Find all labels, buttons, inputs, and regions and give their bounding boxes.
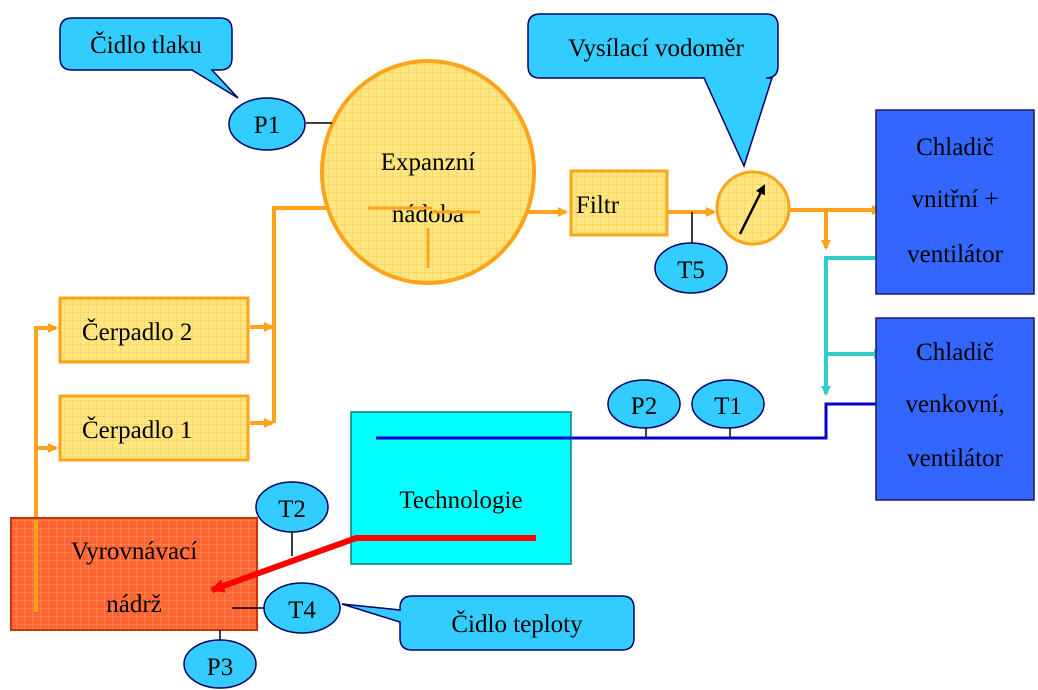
pump-2-label: Čerpadlo 2 [82,318,192,346]
pump-1-label: Čerpadlo 1 [82,416,192,444]
sensor-p2: P2 [607,379,681,429]
callout-temp-bubble [341,595,635,651]
pump-2-box [58,296,250,364]
callout-flowmeter-text: Vysílací vodoměr [568,35,744,62]
technology-label: Technologie [399,487,522,514]
cooler-inner-label-1: Chladič [916,134,994,161]
blue-pipes [552,402,876,443]
sensor-p3-label: P3 [207,654,233,681]
expansion-vessel-label-1: Expanzní [381,149,475,176]
pump-1-box [58,394,250,462]
callout-temp-sensor: Čidlo teploty [341,595,635,651]
sensor-t4: T4 [263,582,341,634]
sensor-p1-label: P1 [254,112,280,139]
expansion-vessel-shape [320,59,536,285]
tank-box [10,517,258,631]
flowmeter-needle-icon [738,184,766,235]
cyan-pipes [821,256,884,396]
callout-pressure-text: Čidlo tlaku [90,31,202,59]
technology: Technologie [350,411,572,565]
cooler-inner: Chladič vnitřní + ventilátor [875,109,1035,295]
expansion-vessel: Expanzní nádoba [320,59,536,285]
callout-pressure-sensor: Čidlo tlaku [59,17,239,99]
pump-2: Čerpadlo 2 [58,296,250,364]
filter-box [569,169,669,237]
cooler-outer-label-1: Chladič [916,339,994,366]
sensor-p3: P3 [183,639,257,689]
pump-1: Čerpadlo 1 [58,394,250,462]
sensor-t2-label: T2 [278,496,306,523]
callout-flowmeter-bubble [527,13,779,169]
sensor-t5: T5 [654,242,728,294]
cooler-outer-label-2: venkovní, [905,391,1004,418]
red-return-line [210,535,536,593]
cooler-outer-box [875,317,1035,501]
callout-flowmeter: Vysílací vodoměr [527,13,779,169]
sensor-connectors [219,122,731,646]
flowmeter [715,170,791,246]
cooler-outer: Chladič venkovní, ventilátor [875,317,1035,501]
filter: Filtr [569,169,669,237]
cooler-outer-label-3: ventilátor [907,445,1003,472]
callout-temp-text: Čidlo teploty [451,610,583,638]
tank-label-1: Vyrovnávací [71,538,197,565]
sensor-t4-label: T4 [288,597,316,624]
expansion-vessel-label-2: nádoba [392,201,464,228]
tank-label-2: nádrž [106,591,162,618]
cooler-inner-label-2: vnitřní + [911,186,998,213]
sensor-p1: P1 [228,97,306,151]
sensor-t1-label: T1 [714,393,742,420]
sensor-p2-label: P2 [631,393,657,420]
sensor-t5-label: T5 [677,257,705,284]
callout-pressure-bubble [59,17,239,99]
filter-label: Filtr [576,192,620,219]
cooler-inner-box [875,109,1035,295]
sensor-t1: T1 [691,379,765,429]
sensor-t2: T2 [255,481,329,533]
tank: Vyrovnávací nádrž [10,517,258,631]
cooler-inner-label-3: ventilátor [907,241,1003,268]
